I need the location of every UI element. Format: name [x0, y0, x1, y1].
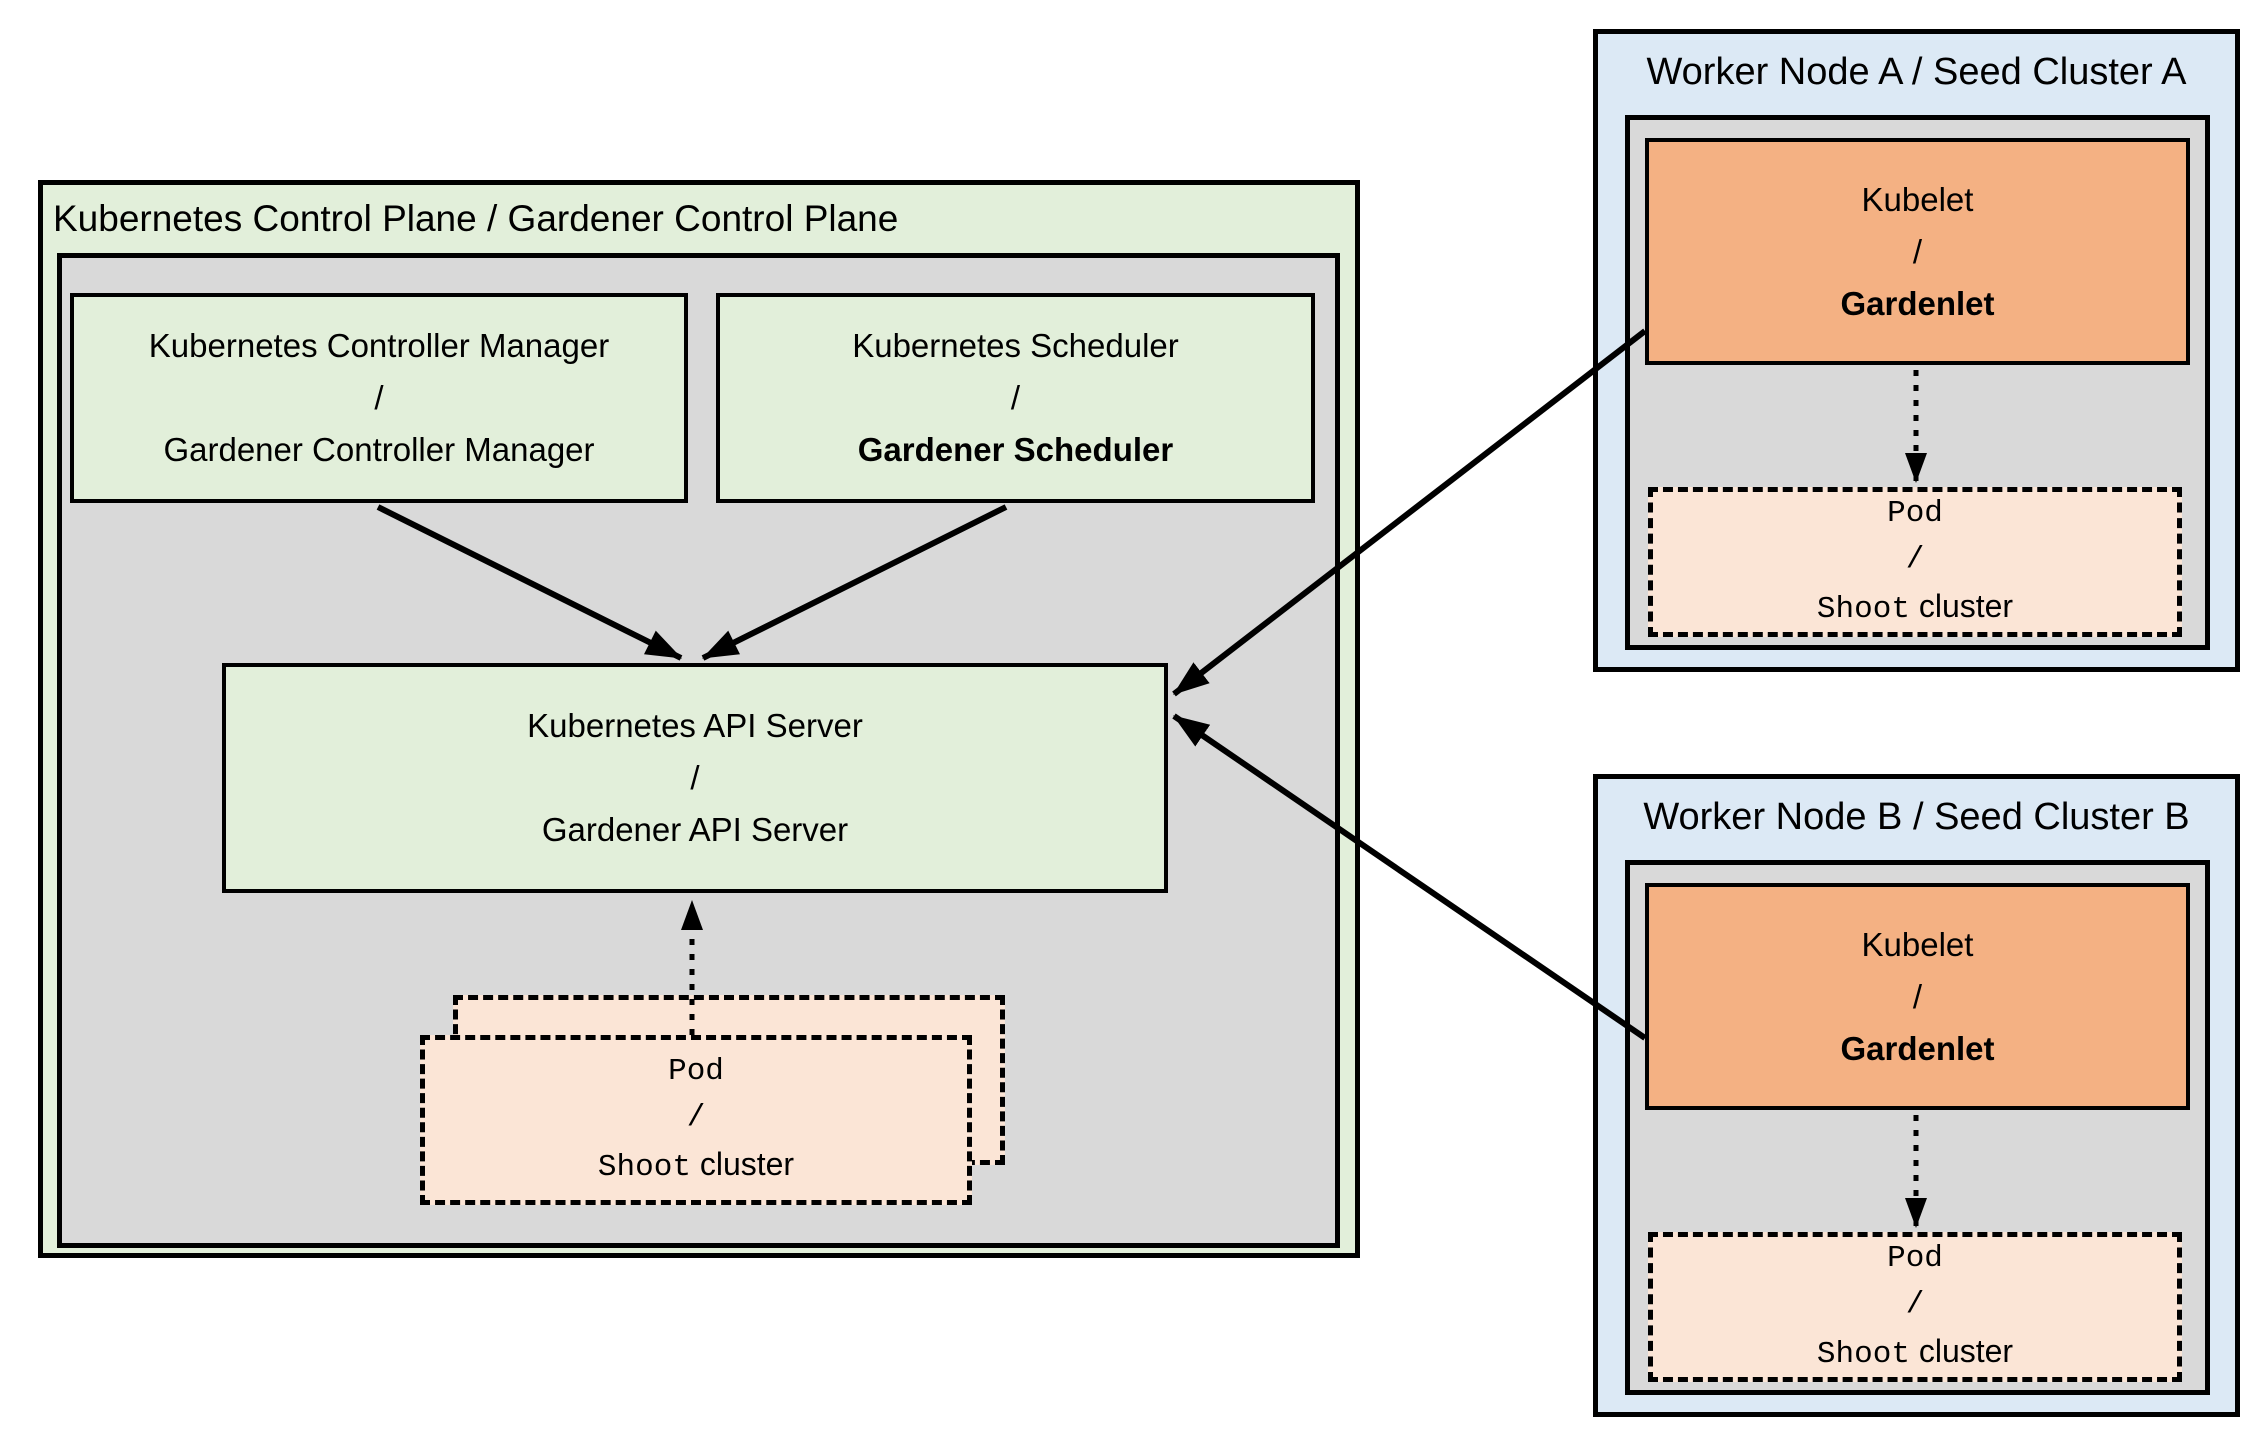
scheduler-separator: / [1010, 379, 1021, 416]
kubelet-b-line1: Kubelet [1861, 925, 1974, 963]
pod-a-box: Pod / Shoot cluster [1648, 487, 2182, 637]
kubelet-a-box: Kubelet / Gardenlet [1645, 138, 2190, 365]
pod-a-cluster: cluster [1918, 588, 2014, 624]
kubelet-a-line2: Gardenlet [1840, 284, 1995, 322]
pod-stack-front-box: Pod / Shoot cluster [420, 1035, 972, 1205]
pod-b-separator: / [1905, 1287, 1925, 1322]
controller-manager-separator: / [374, 379, 384, 416]
pod-stack-shoot: Shoot [597, 1150, 691, 1185]
kubelet-b-separator: / [1912, 977, 1923, 1015]
pod-b-cluster: cluster [1918, 1333, 2014, 1369]
control-plane-title: Kubernetes Control Plane / Gardener Cont… [53, 198, 899, 239]
pod-b-line1: Pod [1887, 1241, 1943, 1276]
pod-b-line2: Shoot cluster [1817, 1328, 2013, 1378]
kubelet-b-box: Kubelet / Gardenlet [1645, 883, 2190, 1110]
scheduler-line1: Kubernetes Scheduler [852, 327, 1179, 364]
pod-stack-cluster: cluster [699, 1146, 795, 1182]
api-server-box: Kubernetes API Server / Gardener API Ser… [222, 663, 1168, 893]
pod-stack-separator: / [686, 1100, 706, 1135]
worker-node-a-title: Worker Node A / Seed Cluster A [1646, 51, 2187, 93]
worker-node-b-title: Worker Node B / Seed Cluster B [1643, 796, 2190, 838]
pod-a-line1: Pod [1887, 496, 1943, 531]
pod-b-shoot: Shoot [1816, 1337, 1910, 1372]
kubelet-a-line1: Kubelet [1861, 180, 1974, 218]
controller-manager-line2: Gardener Controller Manager [163, 431, 595, 468]
api-server-line2: Gardener API Server [541, 811, 849, 848]
api-server-separator: / [690, 759, 700, 796]
pod-stack-line1: Pod [668, 1054, 724, 1089]
pod-b-box: Pod / Shoot cluster [1648, 1232, 2182, 1382]
api-server-line1: Kubernetes API Server [527, 707, 863, 744]
controller-manager-line1: Kubernetes Controller Manager [148, 327, 610, 364]
pod-a-separator: / [1905, 542, 1925, 577]
scheduler-box: Kubernetes Scheduler / Gardener Schedule… [716, 293, 1315, 503]
pod-a-shoot: Shoot [1816, 592, 1910, 627]
kubelet-b-line2: Gardenlet [1840, 1029, 1995, 1067]
pod-stack-line2: Shoot cluster [598, 1141, 794, 1191]
kubelet-a-separator: / [1912, 232, 1923, 270]
scheduler-line2: Gardener Scheduler [857, 431, 1174, 468]
pod-a-line2: Shoot cluster [1817, 583, 2013, 633]
controller-manager-box: Kubernetes Controller Manager / Gardener… [70, 293, 688, 503]
